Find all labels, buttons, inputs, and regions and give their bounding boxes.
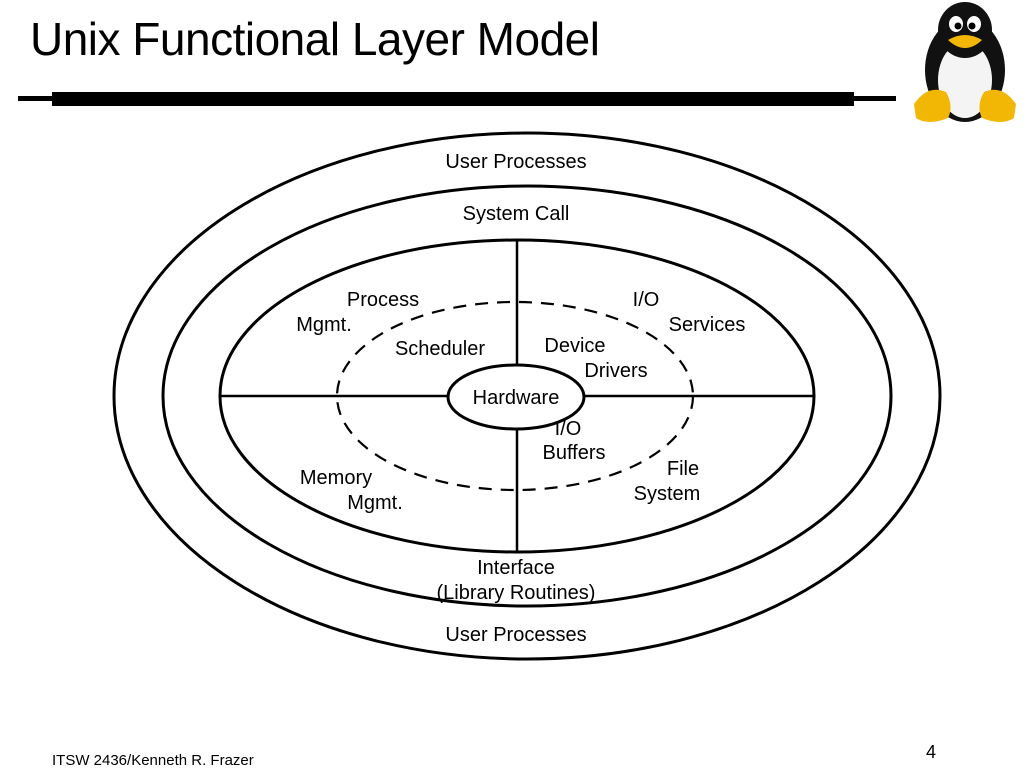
label-io-buffers-1: I/O: [555, 418, 582, 440]
page-number: 4: [926, 742, 937, 762]
label-system-call: System Call: [463, 203, 570, 225]
label-interface-2: (Library Routines): [437, 582, 596, 604]
label-user-processes-bottom: User Processes: [445, 624, 586, 646]
label-file-system-1: File: [667, 458, 699, 480]
linux-penguin-icon: [914, 2, 1016, 122]
label-process-mgmt-1: Process: [347, 289, 419, 311]
label-io-services-1: I/O: [633, 289, 660, 311]
label-memory-mgmt-2: Mgmt.: [347, 492, 403, 514]
label-user-processes-top: User Processes: [445, 151, 586, 173]
label-io-services-2: Services: [669, 314, 746, 336]
label-device-drivers-2: Drivers: [584, 360, 647, 382]
label-scheduler: Scheduler: [395, 338, 485, 360]
label-file-system-2: System: [634, 483, 701, 505]
dashed-inner-ring: [335, 300, 695, 492]
label-interface-1: Interface: [477, 557, 555, 579]
title-underline-thin: [18, 96, 896, 101]
label-memory-mgmt-1: Memory: [300, 467, 372, 489]
system-call-ring: [161, 184, 893, 608]
label-device-drivers-1: Device: [544, 335, 605, 357]
outer-ring: [112, 131, 942, 661]
label-process-mgmt-2: Mgmt.: [296, 314, 352, 336]
label-hardware: Hardware: [473, 387, 560, 409]
slide-title: Unix Functional Layer Model: [30, 13, 600, 65]
footer-author: ITSW 2436/Kenneth R. Frazer: [52, 752, 254, 769]
label-io-buffers-2: Buffers: [543, 442, 606, 464]
hardware-core: [446, 363, 586, 431]
